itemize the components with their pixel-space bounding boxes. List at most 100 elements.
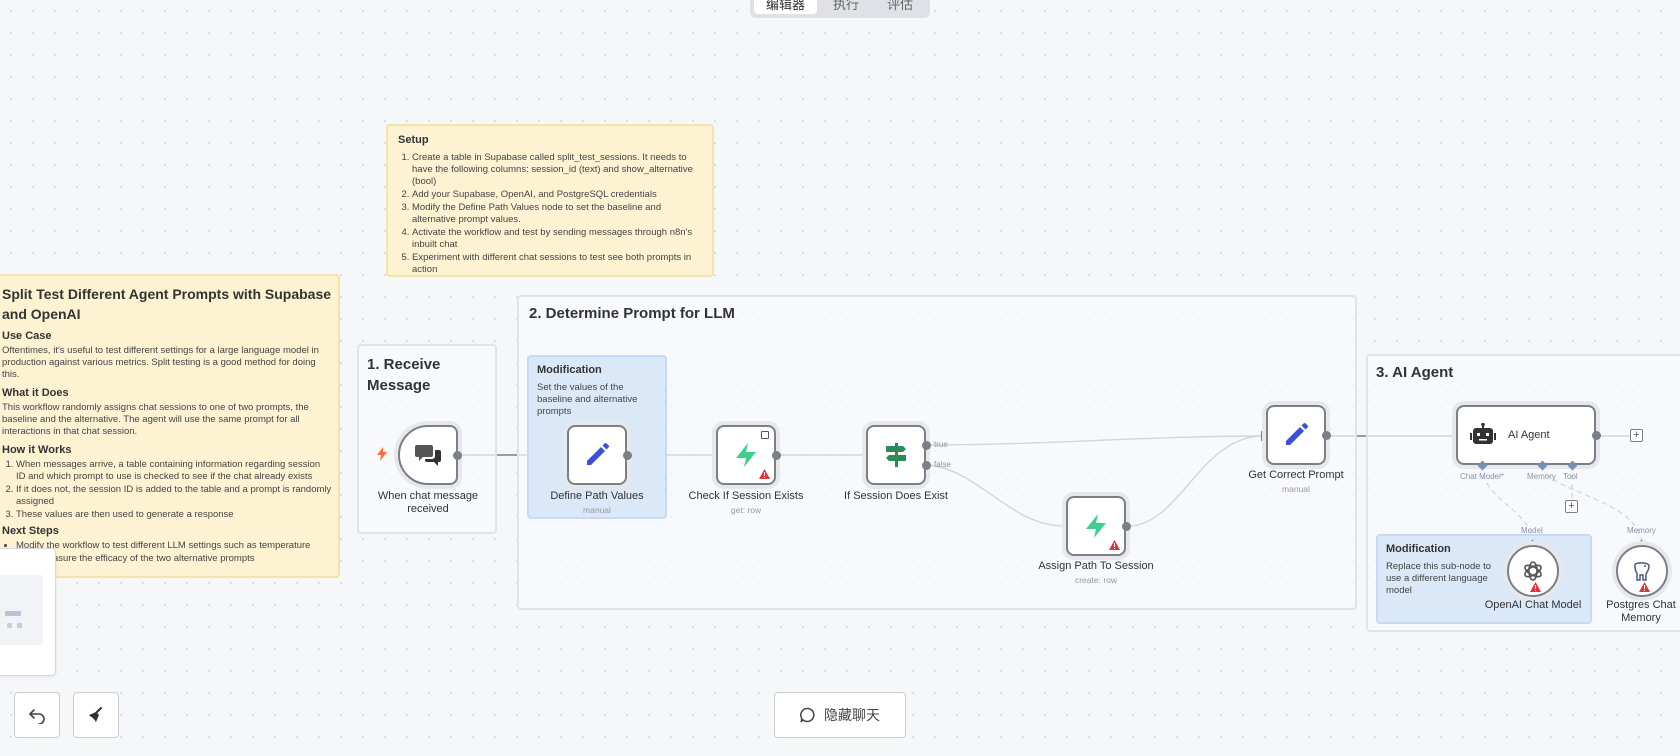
- input-port[interactable]: [1261, 431, 1265, 441]
- memory-output-port-label: Memory: [1627, 526, 1656, 535]
- output-port-true[interactable]: [922, 441, 931, 450]
- group-determine-prompt[interactable]: 2. Determine Prompt for LLM: [517, 295, 1357, 610]
- tab-evaluations[interactable]: 评估: [887, 0, 914, 12]
- description-title: Split Test Different Agent Prompts with …: [2, 286, 332, 322]
- setup-item: Experiment with different chat sessions …: [412, 252, 702, 276]
- setup-note-list: Create a table in Supabase called split_…: [398, 152, 702, 276]
- node-label-postgres-memory: Postgres Chat Memory: [1606, 599, 1676, 624]
- broom-icon: [89, 707, 102, 722]
- output-port[interactable]: [772, 451, 781, 460]
- view-tabs: 编辑器 执行 评估: [750, 0, 930, 18]
- output-port[interactable]: [1322, 431, 1331, 440]
- node-label-if-session: If Session Does Exist: [844, 490, 948, 502]
- node-label-chat-trigger: When chat message received: [377, 490, 479, 515]
- input-port[interactable]: [1452, 431, 1456, 441]
- warning-icon: [1639, 582, 1650, 592]
- input-port[interactable]: [862, 450, 866, 460]
- output-port[interactable]: [453, 451, 462, 460]
- modification-text: Replace this sub-node to use a different…: [1386, 561, 1492, 596]
- node-openai-chat-model[interactable]: [1507, 545, 1559, 597]
- minimap-panel[interactable]: [0, 548, 56, 676]
- node-postgres-memory[interactable]: [1616, 545, 1668, 597]
- undo-button[interactable]: [14, 692, 60, 738]
- node-sub-get-prompt: manual: [1282, 484, 1310, 494]
- setup-item: Add your Supabase, OpenAI, and PostgreSQ…: [412, 189, 702, 201]
- setup-item: Modify the Define Path Values node to se…: [412, 202, 702, 226]
- add-tool-button[interactable]: +: [1565, 500, 1578, 513]
- node-chat-trigger[interactable]: [398, 425, 458, 485]
- how-heading: How it Works: [2, 444, 72, 456]
- model-port-label: Model: [1521, 526, 1543, 535]
- node-ai-agent[interactable]: AI Agent: [1456, 405, 1596, 465]
- true-branch-label: true: [934, 440, 948, 449]
- robot-icon: [1470, 423, 1496, 444]
- next-item: od to measure the efficacy of the two al…: [16, 553, 255, 564]
- input-port[interactable]: [1062, 521, 1066, 531]
- node-assign-path[interactable]: [1066, 496, 1126, 556]
- warning-icon: [1530, 582, 1541, 592]
- pencil-icon: [1286, 423, 1308, 445]
- hide-chat-label: 隐藏聊天: [824, 707, 880, 723]
- next-heading: Next Steps: [2, 525, 59, 537]
- trigger-bolt-icon: [376, 447, 388, 461]
- node-label-assign-path: Assign Path To Session: [1038, 560, 1154, 572]
- tab-executions[interactable]: 执行: [833, 0, 860, 12]
- signpost-icon: [886, 443, 906, 467]
- expand-icon: [761, 431, 769, 439]
- hide-chat-button[interactable]: 隐藏聊天: [774, 692, 906, 738]
- modification-text: Set the values of the baseline and alter…: [537, 382, 638, 417]
- output-port[interactable]: [623, 451, 632, 460]
- node-if-session-exist[interactable]: [866, 425, 926, 485]
- output-port[interactable]: [1122, 522, 1131, 531]
- supabase-icon: [736, 443, 756, 467]
- node-label-openai-model: OpenAI Chat Model: [1484, 599, 1582, 611]
- how-list: When messages arrive, a table containing…: [2, 459, 332, 521]
- node-sub-define-path: manual: [583, 505, 611, 515]
- supabase-icon: [1086, 514, 1106, 538]
- add-node-button[interactable]: +: [1630, 429, 1643, 442]
- setup-note-title: Setup: [398, 134, 429, 146]
- node-get-correct-prompt[interactable]: [1266, 405, 1326, 465]
- chat-bubble-icon: [800, 707, 815, 723]
- use-case-heading: Use Case: [2, 330, 52, 342]
- input-port[interactable]: [712, 450, 716, 460]
- how-item: When messages arrive, a table containing…: [16, 459, 332, 483]
- node-label-check-session: Check If Session Exists: [688, 490, 804, 502]
- how-item: If it does not, the session ID is added …: [16, 484, 332, 508]
- warning-icon: [1109, 540, 1120, 550]
- setup-item: Create a table in Supabase called split_…: [412, 152, 702, 188]
- how-item: These values are then used to generate a…: [16, 509, 332, 521]
- next-list: Modify the workflow to test different LL…: [2, 540, 332, 565]
- setup-item: Activate the workflow and test by sendin…: [412, 227, 702, 251]
- node-sub-check-session: get: row: [730, 505, 762, 515]
- group-title-receive: 1. Receive Message: [367, 356, 441, 394]
- pencil-icon: [587, 443, 609, 465]
- description-sticky-note[interactable]: Split Test Different Agent Prompts with …: [0, 274, 340, 578]
- input-port[interactable]: [563, 450, 567, 460]
- node-label-ai-agent: AI Agent: [1508, 429, 1550, 441]
- minimap-viewport: [0, 575, 43, 645]
- group-title-agent: 3. AI Agent: [1376, 364, 1454, 381]
- chat-bubbles-icon: [415, 445, 441, 466]
- clear-execution-button[interactable]: [73, 692, 119, 738]
- modification-title: Modification: [1386, 543, 1451, 555]
- group-title-determine: 2. Determine Prompt for LLM: [529, 305, 735, 322]
- use-case-text: Oftentimes, it's useful to test differen…: [2, 345, 319, 380]
- tool-port-label: Tool: [1563, 472, 1578, 481]
- output-port[interactable]: [1592, 431, 1601, 440]
- undo-icon: [29, 709, 45, 724]
- node-check-session-exists[interactable]: [716, 425, 776, 485]
- output-port-false[interactable]: [922, 461, 931, 470]
- node-label-define-path: Define Path Values: [550, 490, 644, 502]
- postgres-elephant-icon: [1634, 562, 1650, 581]
- false-branch-label: false: [934, 460, 951, 469]
- chat-model-port-label: Chat Model*: [1460, 472, 1505, 481]
- tab-editor[interactable]: 编辑器: [754, 0, 818, 14]
- modification-title: Modification: [537, 364, 602, 376]
- warning-icon: [759, 469, 770, 479]
- node-sub-assign-path: create: row: [1074, 575, 1118, 585]
- setup-sticky-note[interactable]: Setup Create a table in Supabase called …: [386, 124, 714, 277]
- next-item: Modify the workflow to test different LL…: [16, 540, 332, 552]
- openai-icon: [1524, 561, 1542, 581]
- node-define-path-values[interactable]: [567, 425, 627, 485]
